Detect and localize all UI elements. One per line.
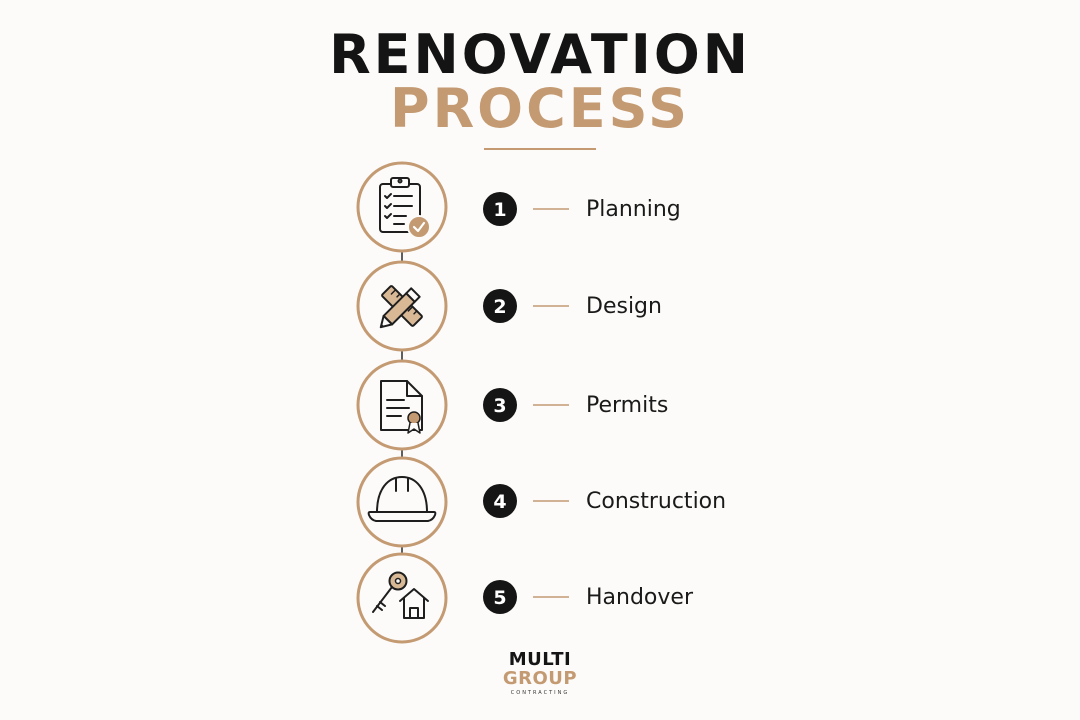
step-3-number-badge bbox=[483, 388, 517, 422]
title-divider bbox=[484, 148, 596, 150]
ruler-pencil-icon bbox=[379, 285, 423, 329]
logo-line-multi: MULTI bbox=[508, 649, 572, 670]
logo-tagline: CONTRACTING bbox=[510, 690, 570, 696]
step-4-number-badge bbox=[483, 484, 517, 518]
step-4-label: Construction bbox=[586, 489, 727, 514]
seal-ribbon-icon bbox=[407, 422, 421, 434]
certificate-document-icon bbox=[380, 380, 423, 431]
step-2-number: 2 bbox=[493, 296, 506, 318]
step-2-label: Design bbox=[586, 294, 662, 319]
step-1-number-badge bbox=[483, 192, 517, 226]
seal-icon bbox=[407, 411, 421, 425]
logo-line-group: GROUP bbox=[502, 668, 578, 689]
check-badge-icon bbox=[407, 215, 431, 239]
house-icon bbox=[399, 588, 429, 619]
step-1-label: Planning bbox=[586, 197, 681, 222]
step-4-number: 4 bbox=[493, 491, 506, 513]
step-5-number: 5 bbox=[493, 587, 506, 609]
clipboard-check-icon bbox=[379, 177, 421, 233]
step-5: 5 bbox=[356, 552, 569, 644]
step-2: 2 bbox=[356, 260, 569, 352]
step-5-label: Handover bbox=[586, 585, 693, 610]
title-line-process: PROCESS bbox=[390, 77, 690, 140]
step-5-number-badge bbox=[483, 580, 517, 614]
step-3: 3 bbox=[356, 359, 569, 451]
step-2-number-badge bbox=[483, 289, 517, 323]
step-3-icon-circle bbox=[356, 359, 448, 451]
title-line-renovation: RENOVATION bbox=[329, 23, 751, 86]
step-1: 1 bbox=[356, 161, 569, 253]
step-4-icon-circle bbox=[356, 456, 448, 548]
check-mark-icon bbox=[412, 221, 426, 233]
step-3-number: 3 bbox=[493, 395, 506, 417]
pencil-icon bbox=[379, 287, 421, 329]
hard-hat-icon bbox=[367, 476, 437, 522]
step-4: 4 bbox=[356, 456, 569, 548]
key-icon bbox=[372, 571, 408, 613]
step-3-label: Permits bbox=[586, 393, 669, 418]
step-1-number: 1 bbox=[493, 199, 506, 221]
